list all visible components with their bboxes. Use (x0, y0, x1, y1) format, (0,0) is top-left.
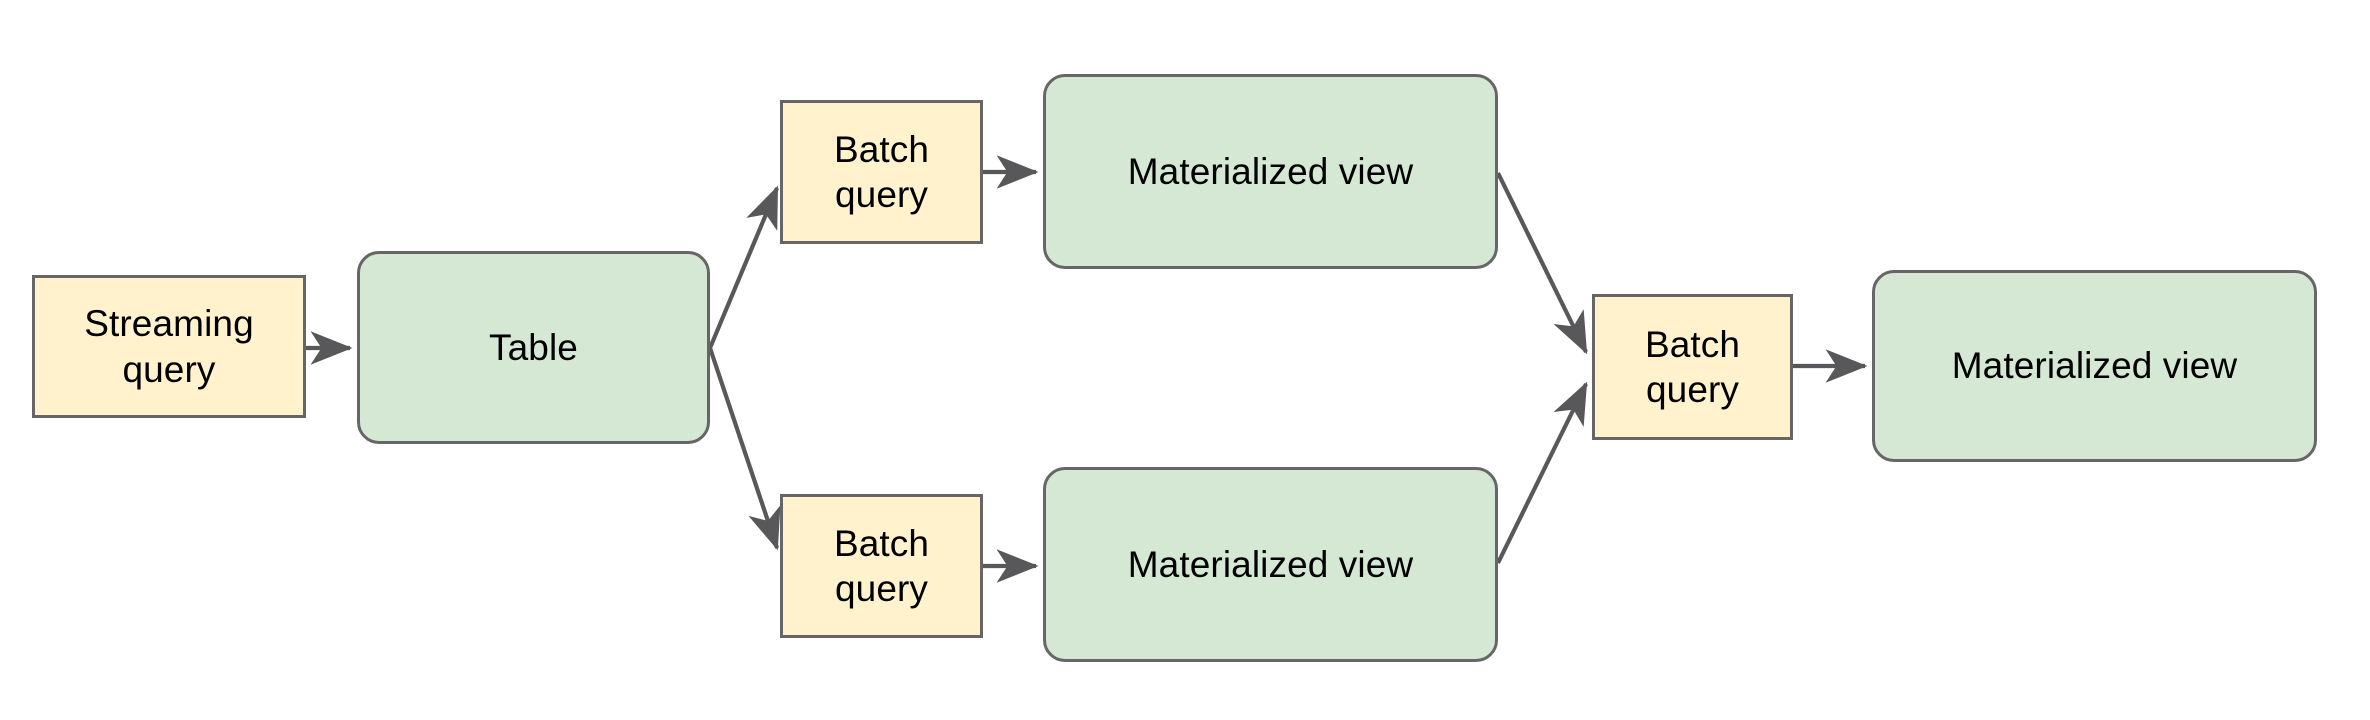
edge-table-to-batch-top (708, 185, 779, 349)
node-batch-query-top-label: Batch query (833, 128, 930, 215)
node-materialized-view-top[interactable]: Materialized view (1043, 74, 1498, 269)
node-materialized-view-top-label: Materialized view (1127, 150, 1414, 192)
edge-mv-top-to-batch-center (1496, 172, 1588, 355)
edge-mv-bottom-to-batch-center (1496, 381, 1588, 564)
node-batch-query-bottom[interactable]: Batch query (780, 494, 983, 638)
node-materialized-view-right[interactable]: Materialized view (1872, 270, 2317, 462)
node-materialized-view-bottom[interactable]: Materialized view (1043, 467, 1498, 662)
node-streaming-query-label: Streaming query (84, 303, 254, 390)
node-table-label: Table (489, 326, 578, 368)
node-materialized-view-bottom-label: Materialized view (1127, 543, 1414, 585)
node-streaming-query[interactable]: Streaming query (32, 275, 306, 418)
node-batch-query-bottom-label: Batch query (833, 522, 930, 609)
node-table[interactable]: Table (357, 251, 710, 444)
node-batch-query-center-label: Batch query (1644, 323, 1741, 410)
node-materialized-view-right-label: Materialized view (1951, 345, 2238, 387)
node-batch-query-top[interactable]: Batch query (780, 100, 983, 244)
edge-table-to-batch-bottom (708, 347, 781, 551)
node-batch-query-center[interactable]: Batch query (1592, 294, 1793, 440)
